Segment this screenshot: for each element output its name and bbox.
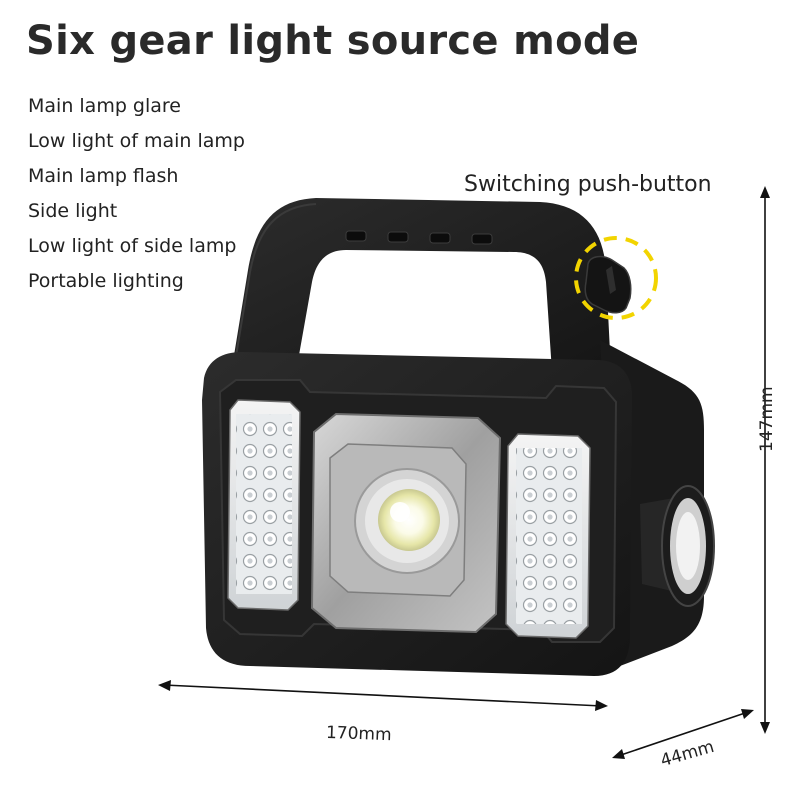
side-flashlight xyxy=(640,485,715,607)
width-dimension-arrow xyxy=(158,680,608,711)
switch-button-label: Switching push-button xyxy=(464,172,712,197)
handle-indicator-dots xyxy=(345,230,493,245)
mode-item: Low light of side lamp xyxy=(28,235,237,257)
mode-item: Side light xyxy=(28,200,118,222)
height-dimension-arrow xyxy=(760,186,770,734)
mode-item: Low light of main lamp xyxy=(28,130,245,152)
light-mode-list: Main lamp glare Low light of main lamp M… xyxy=(28,92,245,302)
depth-dimension-arrow xyxy=(612,709,754,759)
height-label: 147mm xyxy=(757,386,777,452)
width-label: 170mm xyxy=(325,722,392,746)
cob-main-light xyxy=(354,468,460,574)
button-highlight-circle xyxy=(574,236,658,320)
left-led-panel xyxy=(227,399,301,611)
right-led-panel xyxy=(505,433,591,639)
switch-push-button xyxy=(584,255,632,314)
lamp-handle xyxy=(228,198,612,392)
mode-item: Portable lighting xyxy=(28,270,184,292)
page-title: Six gear light source mode xyxy=(26,18,640,64)
mode-item: Main lamp flash xyxy=(28,165,179,187)
mode-item: Main lamp glare xyxy=(28,95,181,117)
